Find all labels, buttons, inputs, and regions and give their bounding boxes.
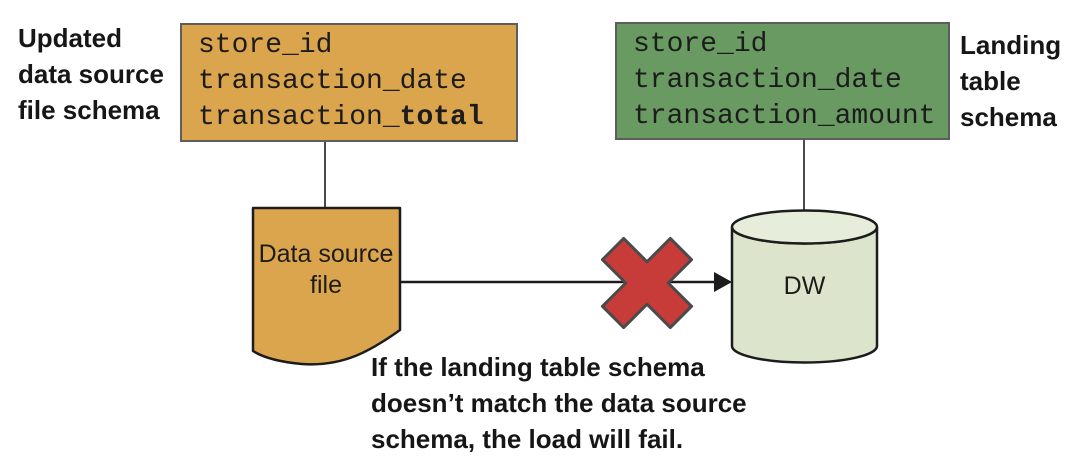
cylinder-top [730,209,879,245]
failure-caption-line1: If the landing table schema [371,352,705,382]
source-field-transaction-total-bold: total [399,102,484,133]
data-source-file-label-line2: file [310,271,342,299]
source-schema-label-line1: Updated [18,23,122,53]
landing-schema-box: store_id transaction_date transaction_am… [615,22,950,140]
data-source-file-label-line1: Data source [258,240,394,268]
source-schema-box: store_id transaction_date transaction_to… [180,23,518,142]
failure-caption-line3: schema, the load will fail. [371,424,684,454]
data-source-file-label: Data source file [252,239,400,301]
source-schema-label: Updated data source file schema [18,20,164,128]
landing-schema-label-line1: Landing [960,30,1062,60]
landing-schema-label: Landing table schema [960,27,1061,135]
source-field-transaction-total: transaction_total [198,100,516,136]
landing-schema-label-line3: schema [960,102,1057,132]
failure-caption-line2: doesn’t match the data source [371,388,747,418]
dw-label: DW [732,271,877,302]
source-schema-label-line2: data source [18,59,164,89]
landing-field-store-id: store_id [633,29,768,60]
arrow-right-head [714,272,732,292]
source-field-store-id: store_id [198,30,333,61]
failure-caption: If the landing table schema doesn’t matc… [371,349,747,457]
source-field-transaction-total-prefix: transaction_ [198,102,400,133]
landing-field-transaction-date: transaction_date [633,65,902,96]
database-cylinder-icon [730,209,879,364]
landing-field-transaction-amount: transaction_amount [633,101,936,132]
dw-label-text: DW [783,272,826,300]
fail-x-icon [600,236,694,330]
landing-schema-label-line2: table [960,66,1021,96]
document-shape [251,206,402,366]
source-schema-label-line3: file schema [18,95,160,125]
source-field-transaction-date: transaction_date [198,66,467,97]
